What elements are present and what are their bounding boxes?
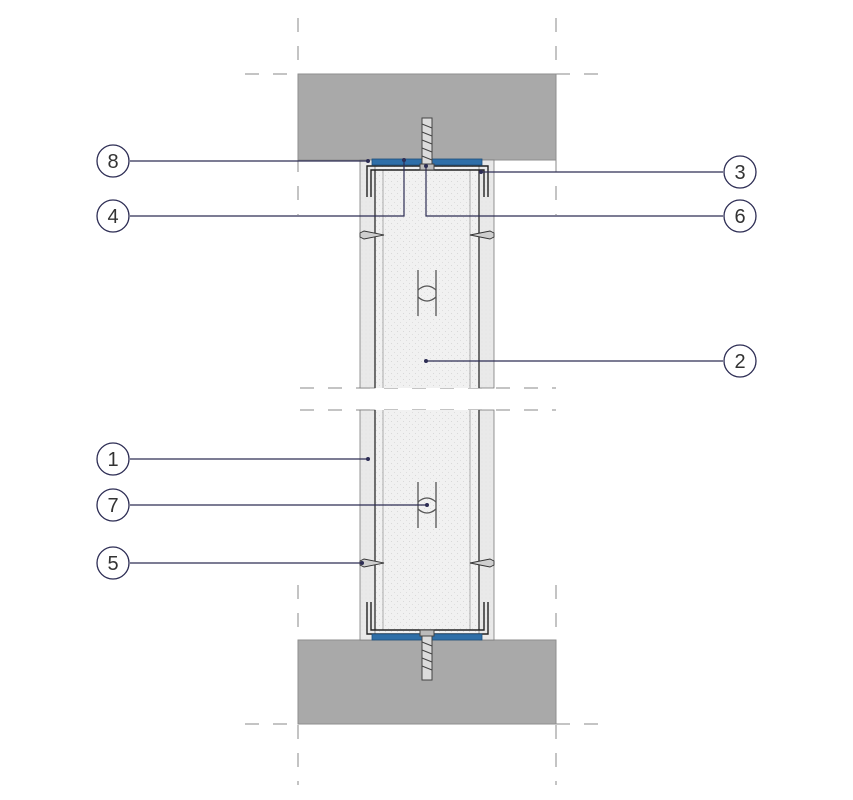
callout-2: 2	[723, 344, 757, 378]
drywall-screws	[359, 230, 495, 568]
callout-1: 1	[96, 442, 130, 476]
svg-text:6: 6	[734, 206, 745, 228]
bottom-anchor	[419, 629, 435, 681]
svg-text:7: 7	[107, 495, 118, 517]
callout-8: 8	[96, 144, 130, 178]
wall-lower	[359, 409, 495, 641]
construction-lines	[245, 18, 610, 785]
svg-text:4: 4	[107, 206, 118, 228]
stud-profile-upper	[417, 270, 437, 316]
callout-5: 5	[96, 546, 130, 580]
leader-lines	[130, 160, 723, 564]
svg-text:8: 8	[107, 151, 118, 173]
svg-text:1: 1	[107, 449, 118, 471]
svg-text:5: 5	[107, 553, 118, 575]
callout-6: 6	[723, 199, 757, 233]
top-anchor	[419, 117, 435, 171]
leader-dots	[360, 158, 483, 565]
callout-7: 7	[96, 488, 130, 522]
svg-text:3: 3	[734, 162, 745, 184]
svg-text:2: 2	[734, 351, 745, 373]
callout-3: 3	[723, 155, 757, 189]
callout-4: 4	[96, 199, 130, 233]
wall-upper	[359, 159, 495, 389]
